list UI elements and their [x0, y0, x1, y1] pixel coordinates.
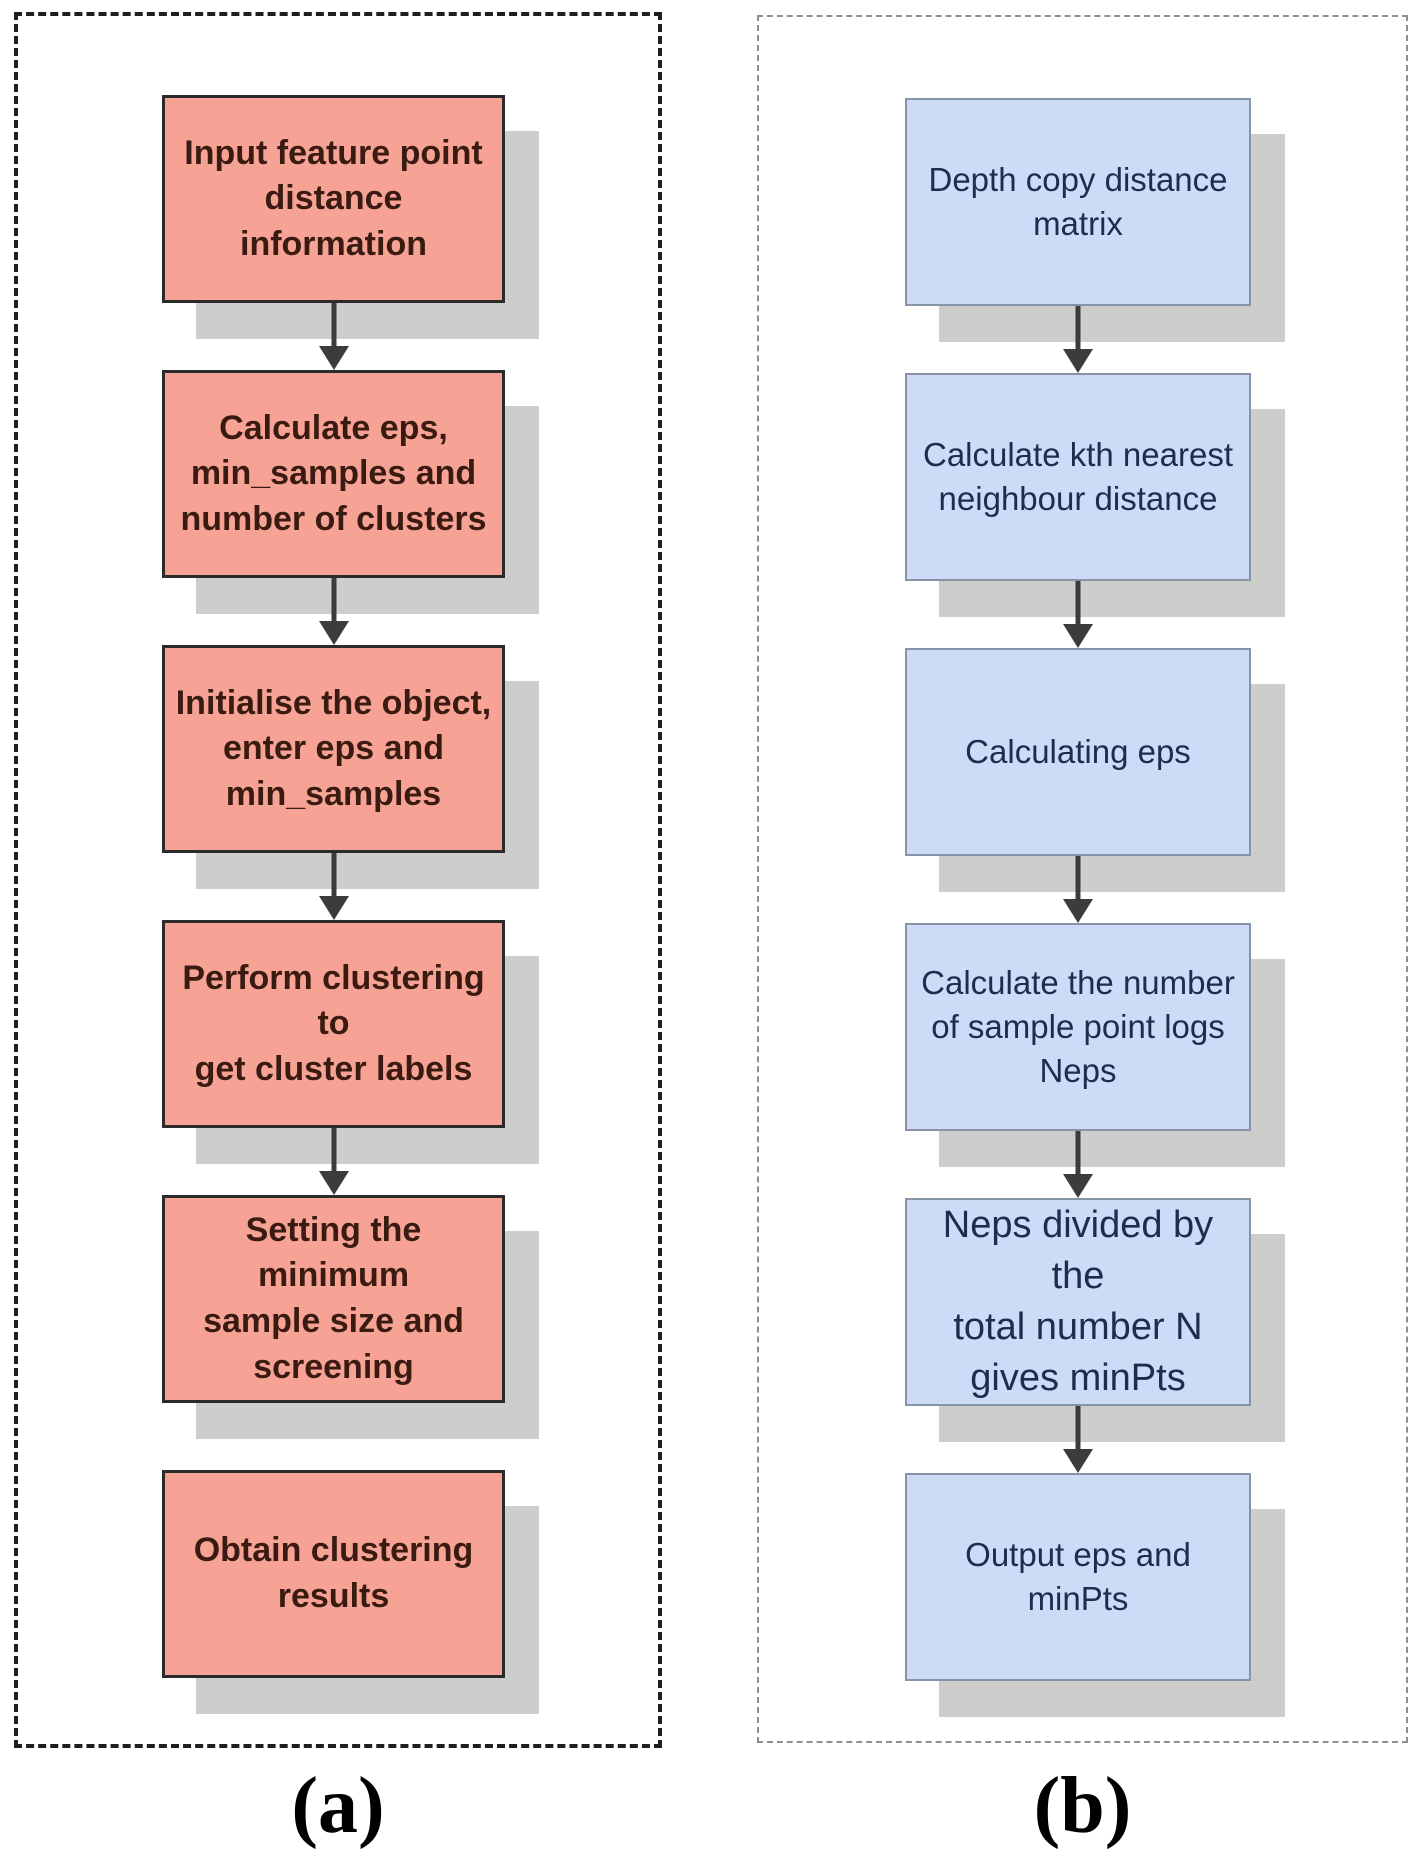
- arrow-head: [1063, 1449, 1093, 1473]
- flow-step-b-4: Calculate the number of sample point log…: [905, 923, 1251, 1131]
- flow-step-label: Initialise the object, enter eps and min…: [175, 683, 492, 813]
- down-arrow: [318, 578, 349, 645]
- down-arrow: [1063, 581, 1093, 648]
- arrow-head: [1063, 624, 1093, 648]
- flow-step-a-1: Input feature point distance information: [162, 95, 505, 303]
- flow-step-b-5: Neps divided by the total number N gives…: [905, 1198, 1251, 1406]
- flow-step-a-3: Initialise the object, enter eps and min…: [162, 645, 505, 853]
- arrow-stem: [1075, 856, 1081, 903]
- flow-step-label: Calculating eps: [965, 732, 1191, 770]
- arrow-head: [1063, 899, 1093, 923]
- flow-step-a-6: Obtain clustering results: [162, 1470, 505, 1678]
- arrow-stem: [1075, 581, 1081, 628]
- caption-a: (a): [291, 1762, 385, 1850]
- arrow-head: [318, 896, 349, 920]
- flow-step-label: Obtain clustering results: [193, 1531, 474, 1615]
- arrow-stem: [331, 303, 336, 350]
- flow-step-label: Calculate kth nearest neighbour distance: [922, 435, 1233, 517]
- arrow-head: [318, 1171, 349, 1195]
- flowchart-a-container: Input feature point distance information…: [14, 12, 662, 1748]
- arrow-stem: [1075, 1406, 1081, 1453]
- down-arrow: [318, 303, 349, 370]
- arrow-stem: [331, 578, 336, 625]
- arrow-stem: [1075, 306, 1081, 353]
- arrow-stem: [331, 853, 336, 900]
- flow-step-label: Output eps and minPts: [965, 1535, 1191, 1617]
- down-arrow: [1063, 856, 1093, 923]
- flow-step-label: Calculate the number of sample point log…: [921, 963, 1235, 1090]
- down-arrow: [1063, 1131, 1093, 1198]
- arrow-head: [318, 346, 349, 370]
- caption-b: (b): [1033, 1762, 1132, 1850]
- flow-step-b-2: Calculate kth nearest neighbour distance: [905, 373, 1251, 581]
- down-arrow: [318, 1128, 349, 1195]
- flow-step-a-2: Calculate eps, min_samples and number of…: [162, 370, 505, 578]
- flow-step-a-4: Perform clustering to get cluster labels: [162, 920, 505, 1128]
- flow-step-label: Neps divided by the total number N gives…: [942, 1204, 1214, 1399]
- flow-step-label: Perform clustering to get cluster labels: [182, 958, 485, 1088]
- arrow-head: [1063, 349, 1093, 373]
- flow-step-label: Depth copy distance matrix: [928, 160, 1228, 242]
- arrow-head: [1063, 1174, 1093, 1198]
- arrow-stem: [331, 1128, 336, 1175]
- flow-step-b-1: Depth copy distance matrix: [905, 98, 1251, 306]
- flow-step-a-5: Setting the minimum sample size and scre…: [162, 1195, 505, 1403]
- arrow-head: [318, 621, 349, 645]
- flow-step-label: Input feature point distance information: [184, 133, 483, 263]
- flow-step-label: Setting the minimum sample size and scre…: [203, 1210, 464, 1386]
- flow-step-b-6: Output eps and minPts: [905, 1473, 1251, 1681]
- down-arrow: [318, 853, 349, 920]
- down-arrow: [1063, 306, 1093, 373]
- down-arrow: [1063, 1406, 1093, 1473]
- flow-step-b-3: Calculating eps: [905, 648, 1251, 856]
- flow-step-label: Calculate eps, min_samples and number of…: [180, 408, 487, 538]
- arrow-stem: [1075, 1131, 1081, 1178]
